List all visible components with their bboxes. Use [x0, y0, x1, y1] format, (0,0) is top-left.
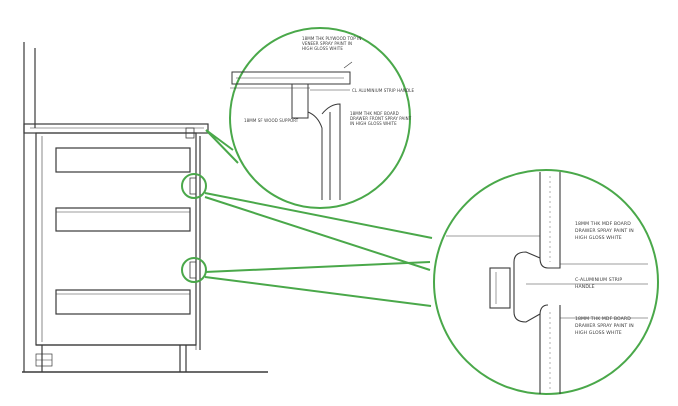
detail-circle-side: [433, 169, 659, 395]
detail-top-panel: [321, 103, 341, 200]
handle-profile-1: [189, 177, 197, 195]
detail-top-notes: 18MM THK PLYWOOD TOP IN VENEER SPRAY PAI…: [244, 36, 415, 126]
detail-top-leader-1: [343, 61, 353, 69]
top-corner-block: [185, 127, 195, 139]
carcass: [35, 132, 197, 346]
detail-side-upper-panel: [539, 172, 561, 269]
worktop: [23, 123, 209, 134]
leader-upper-1: [204, 192, 433, 239]
note-side-lower: 18MM THK MDF BOARD DRAWER SPRAY PAINT IN…: [575, 316, 635, 336]
note-side-handle: C-ALUMINIUM STRIP HANDLE: [575, 277, 624, 290]
callout-group: [181, 27, 659, 395]
drawer-2: [55, 207, 191, 232]
leader-lower-2: [204, 276, 432, 307]
detail-top-tail: [205, 129, 239, 164]
leader-upper-2: [204, 196, 431, 271]
handle-profile-2: [189, 261, 197, 279]
detail-top-content: [230, 61, 353, 200]
detail-circle-top: [229, 27, 411, 209]
drawer-3: [55, 289, 191, 315]
leader-lower-1: [204, 261, 431, 273]
note-top-worktop: 18MM THK PLYWOOD TOP IN VENEER SPRAY PAI…: [302, 36, 363, 51]
callout-circle-upper: [181, 173, 207, 199]
note-top-handle: CL ALUMINIUM STRIP HANDLE: [352, 88, 415, 93]
detail-top-handle: [307, 111, 323, 200]
note-top-board: 18MM THK MDF BOARD DRAWER FRONT SPRAY PA…: [350, 111, 413, 126]
note-top-support: 18MM SF WOOD SUPPORT: [244, 118, 299, 123]
note-side-upper: 18MM THK MDF BOARD DRAWER SPRAY PAINT IN…: [575, 221, 635, 241]
detail-top-support: [291, 83, 309, 119]
detail-side-notes: 18MM THK MDF BOARD DRAWER SPRAY PAINT IN…: [575, 221, 635, 336]
detail-top-worktop: [231, 71, 351, 85]
callout-circle-lower: [181, 257, 207, 283]
detail-side-handle: [513, 251, 541, 323]
detail-side-content: [446, 172, 648, 394]
drawer-1: [55, 147, 191, 173]
cabinet-elevation: [22, 42, 268, 373]
detail-side-handle-block: [489, 267, 511, 309]
detail-side-lower-panel: [539, 304, 561, 394]
